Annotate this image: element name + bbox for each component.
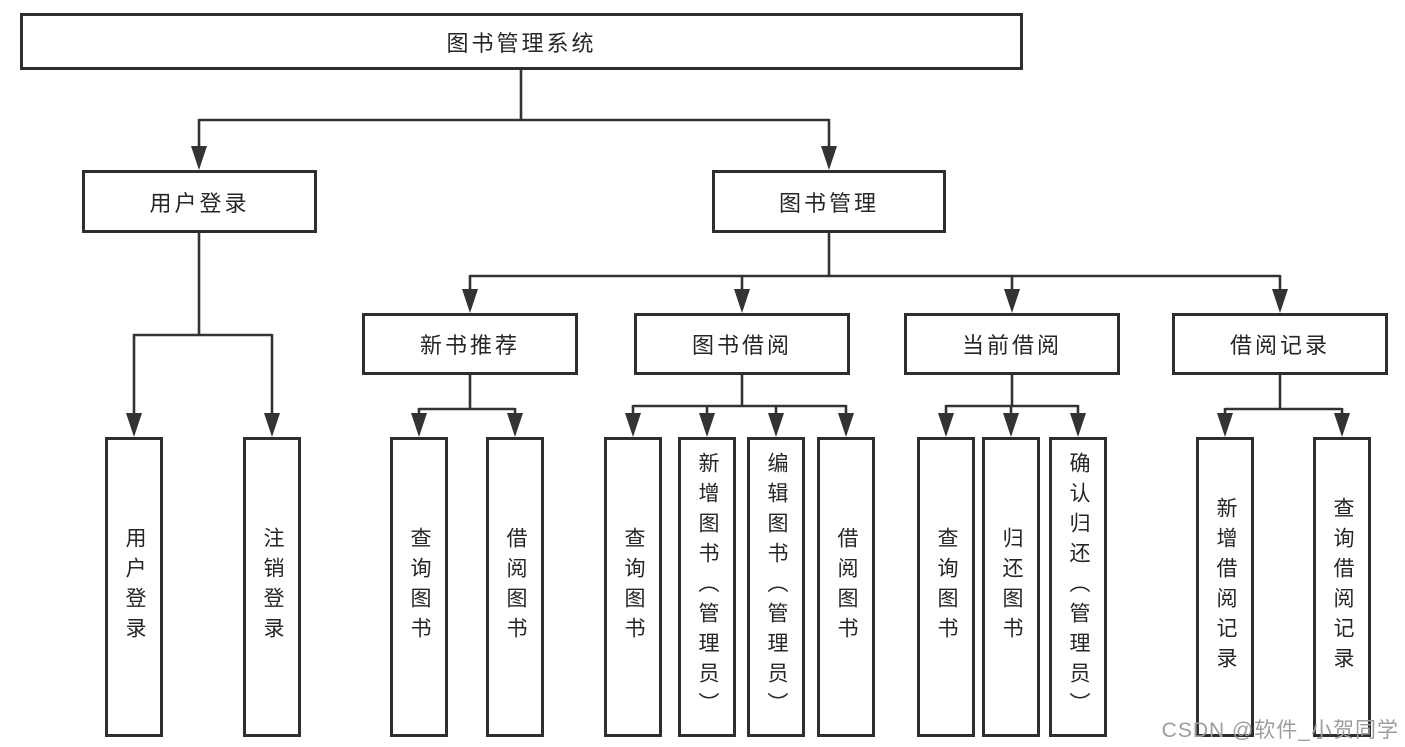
leaf-add-books-admin: 新增图书（管理员）	[678, 437, 736, 737]
connector-current-borrow-children	[938, 375, 1086, 437]
node-label: 新书推荐	[419, 333, 520, 358]
node-label: 查询借阅记录	[1331, 497, 1355, 677]
connector-borrow-record-children	[1217, 375, 1350, 437]
node-new-book-recommend: 新书推荐	[362, 313, 578, 375]
connector-book-management-children	[462, 233, 1288, 313]
node-label: 归还图书	[1000, 527, 1024, 647]
connector-user-login-children	[126, 233, 280, 437]
node-label: 借阅图书	[835, 527, 859, 647]
node-library-system-root: 图书管理系统	[20, 13, 1023, 70]
node-label: 编辑图书（管理员）	[765, 452, 789, 722]
node-book-borrow: 图书借阅	[634, 313, 850, 375]
node-label: 借阅图书	[504, 527, 528, 647]
leaf-user-login: 用户登录	[105, 437, 163, 737]
node-label: 新增借阅记录	[1214, 497, 1238, 677]
leaf-confirm-return-admin: 确认归还（管理员）	[1049, 437, 1107, 737]
node-label: 查询图书	[408, 527, 432, 647]
node-label: 注销登录	[261, 527, 285, 647]
node-label: 查询图书	[622, 527, 646, 647]
node-label: 新增图书（管理员）	[696, 452, 720, 722]
csdn-watermark: CSDN @软件_小贺同学	[1161, 719, 1399, 742]
node-label: 查询图书	[935, 527, 959, 647]
leaf-edit-books-admin: 编辑图书（管理员）	[747, 437, 805, 737]
node-user-login: 用户登录	[82, 170, 317, 233]
node-label: 图书管理	[778, 190, 879, 216]
leaf-query-books-current: 查询图书	[917, 437, 975, 737]
connector-root-to-level2	[191, 70, 837, 170]
node-label: 借阅记录	[1229, 333, 1330, 358]
node-borrow-records: 借阅记录	[1172, 313, 1388, 375]
leaf-query-borrow-record: 查询借阅记录	[1313, 437, 1371, 737]
leaf-add-borrow-record: 新增借阅记录	[1196, 437, 1254, 737]
leaf-query-books-recommend: 查询图书	[390, 437, 448, 737]
node-label: 确认归还（管理员）	[1067, 452, 1091, 722]
node-book-management: 图书管理	[712, 170, 946, 233]
node-label: 当前借阅	[961, 333, 1062, 358]
leaf-logout: 注销登录	[243, 437, 301, 737]
leaf-borrow-books-recommend: 借阅图书	[486, 437, 544, 737]
leaf-return-books: 归还图书	[982, 437, 1040, 737]
connector-book-borrow-children	[625, 375, 854, 437]
node-label: 用户登录	[123, 527, 147, 647]
node-label: 图书借阅	[691, 333, 792, 358]
leaf-borrow-books: 借阅图书	[817, 437, 875, 737]
node-label: 图书管理系统	[446, 30, 597, 56]
node-label: 用户登录	[149, 190, 250, 216]
connector-new-book-children	[411, 375, 523, 437]
node-current-borrow: 当前借阅	[904, 313, 1120, 375]
leaf-query-books-borrow: 查询图书	[604, 437, 662, 737]
